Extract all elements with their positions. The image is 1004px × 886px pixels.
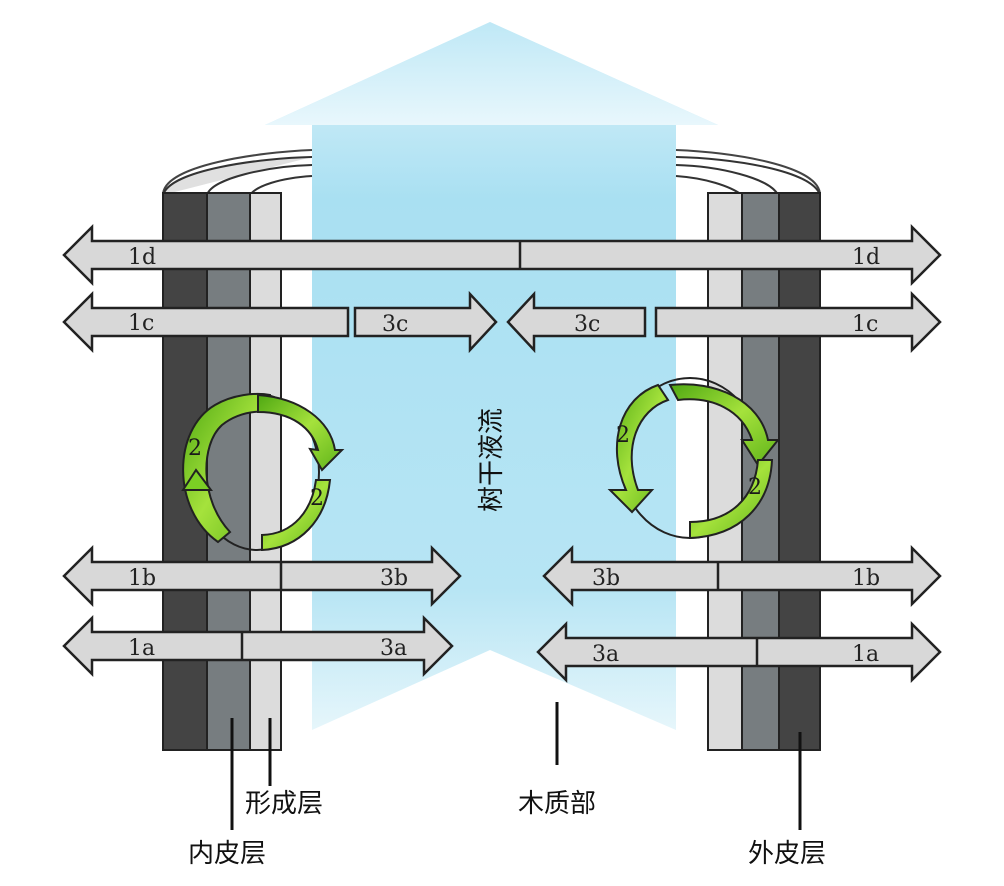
cycle-left-bottom: 2 bbox=[310, 486, 324, 511]
arrow-1a-3a-left bbox=[62, 614, 454, 678]
arrow-row-1a: 1a 3a 3a 1a bbox=[62, 614, 942, 684]
label-3c-right: 3c bbox=[574, 312, 600, 337]
label-1a-left: 1a bbox=[128, 636, 155, 661]
arrow-1c-left bbox=[62, 290, 350, 354]
cycle-left-top: 2 bbox=[188, 436, 202, 461]
circular-arrow-icon bbox=[607, 383, 670, 514]
label-3c-left: 3c bbox=[382, 312, 408, 337]
label-xylem: 木质部 bbox=[518, 789, 596, 819]
sap-flow-label: 树干液流 bbox=[477, 408, 507, 512]
stem-top-rings bbox=[162, 149, 821, 196]
arrow-1c-right bbox=[654, 290, 942, 354]
label-1c-left: 1c bbox=[128, 311, 154, 336]
arrow-row-1c: 1c 3c 3c 1c bbox=[62, 290, 942, 354]
left-inner-bark bbox=[206, 192, 251, 751]
label-3b-left: 3b bbox=[380, 566, 408, 591]
double-arrow-icon bbox=[62, 223, 942, 287]
label-inner-bark: 内皮层 bbox=[188, 839, 266, 869]
left-cycle: 2 2 bbox=[181, 392, 345, 552]
label-3a-left: 3a bbox=[380, 636, 407, 661]
arrow-3c-right bbox=[506, 290, 647, 354]
arrow-row-1b: 1b 3b 3b 1b bbox=[62, 544, 942, 608]
label-1b-left: 1b bbox=[128, 566, 156, 591]
arrow-3a-1a-right bbox=[536, 620, 942, 684]
arrow-3c-left bbox=[353, 290, 498, 354]
cycle-right-bottom: 2 bbox=[748, 475, 762, 500]
arrow-1d: 1d 1d bbox=[62, 223, 942, 287]
cycle-right-top: 2 bbox=[616, 423, 630, 448]
label-1b-right: 1b bbox=[852, 566, 880, 591]
label-cambium: 形成层 bbox=[245, 789, 323, 819]
right-cycle: 2 2 bbox=[607, 377, 781, 540]
label-outer-bark: 外皮层 bbox=[748, 839, 826, 869]
label-1a-right: 1a bbox=[852, 642, 879, 667]
left-stem bbox=[162, 192, 282, 751]
label-3a-right: 3a bbox=[592, 642, 619, 667]
label-1d-left: 1d bbox=[128, 245, 156, 270]
label-1c-right: 1c bbox=[852, 312, 878, 337]
arrow-3b-1b-right bbox=[542, 544, 942, 608]
arrow-1b-3b-left bbox=[62, 544, 462, 608]
left-cambium bbox=[249, 192, 282, 751]
leader-lines bbox=[230, 702, 802, 830]
label-3b-right: 3b bbox=[592, 566, 620, 591]
sap-flow-arrow bbox=[265, 22, 718, 730]
label-1d-right: 1d bbox=[852, 245, 880, 270]
up-arrow-icon bbox=[265, 22, 718, 730]
circular-arrow-icon bbox=[182, 392, 274, 544]
